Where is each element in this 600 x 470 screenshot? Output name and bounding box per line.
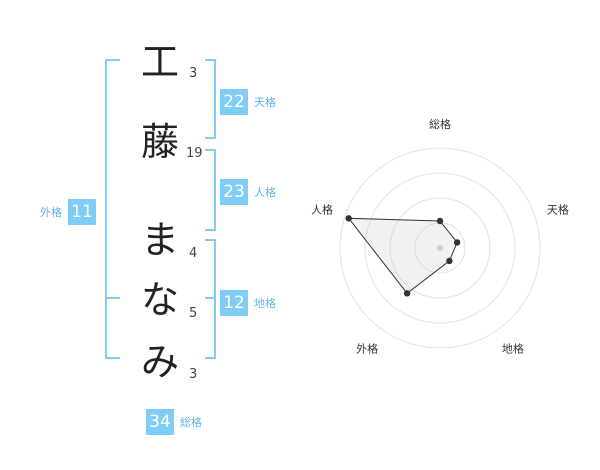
- radar-point-外格: [403, 290, 411, 297]
- stroke-count-2: 19: [186, 146, 203, 161]
- radar-axis-label-0: 総格: [429, 117, 451, 131]
- radar-value-polygon: [347, 217, 458, 295]
- radar-point-天格: [453, 239, 461, 246]
- tenkaku-value: 22: [220, 89, 248, 115]
- chikaku-label: 地格: [254, 297, 276, 310]
- name-char-5: み: [140, 340, 179, 384]
- chikaku-value: 12: [220, 290, 248, 316]
- stroke-count-4: 5: [189, 306, 198, 321]
- gaikaku-badge: 11 外格: [40, 199, 96, 225]
- name-char-2: 藤: [140, 120, 179, 164]
- soukaku-value: 34: [146, 409, 174, 435]
- radar-axis-label-2: 地格: [502, 341, 524, 355]
- gaikaku-bracket: [105, 59, 120, 359]
- name-char-4: な: [140, 278, 179, 322]
- gaikaku-label: 外格: [40, 206, 62, 219]
- jinkaku-badge: 23 人格: [220, 179, 276, 205]
- radar-axis-label-4: 人格: [311, 203, 333, 217]
- soukaku-badge: 34 総格: [146, 409, 202, 435]
- jinkaku-value: 23: [220, 179, 248, 205]
- tenkaku-badge: 22 天格: [220, 89, 276, 115]
- jinkaku-label: 人格: [254, 186, 276, 199]
- jinkaku-bracket: [205, 149, 216, 231]
- radar-point-総格: [436, 217, 444, 225]
- radar-point-人格: [345, 215, 352, 222]
- tenkaku-bracket: [205, 59, 216, 139]
- radar-ring-3: [364, 172, 516, 324]
- gaikaku-value: 11: [68, 199, 96, 225]
- tenkaku-label: 天格: [254, 96, 276, 109]
- chikaku-badge: 12 地格: [220, 290, 276, 316]
- stroke-count-1: 3: [189, 66, 198, 81]
- name-char-3: ま: [140, 218, 179, 262]
- stroke-count-5: 3: [189, 367, 198, 382]
- radar-ring-2: [389, 197, 491, 299]
- radar-axis-label-3: 外格: [356, 341, 378, 355]
- radar-axis-label-1: 天格: [547, 203, 569, 217]
- radar-center-dot: [437, 245, 443, 251]
- soukaku-label: 総格: [180, 416, 202, 429]
- radar-point-地格: [446, 257, 453, 265]
- radar-ring-4: [339, 147, 541, 349]
- name-char-1: 工: [140, 40, 179, 84]
- stroke-count-3: 4: [189, 246, 198, 261]
